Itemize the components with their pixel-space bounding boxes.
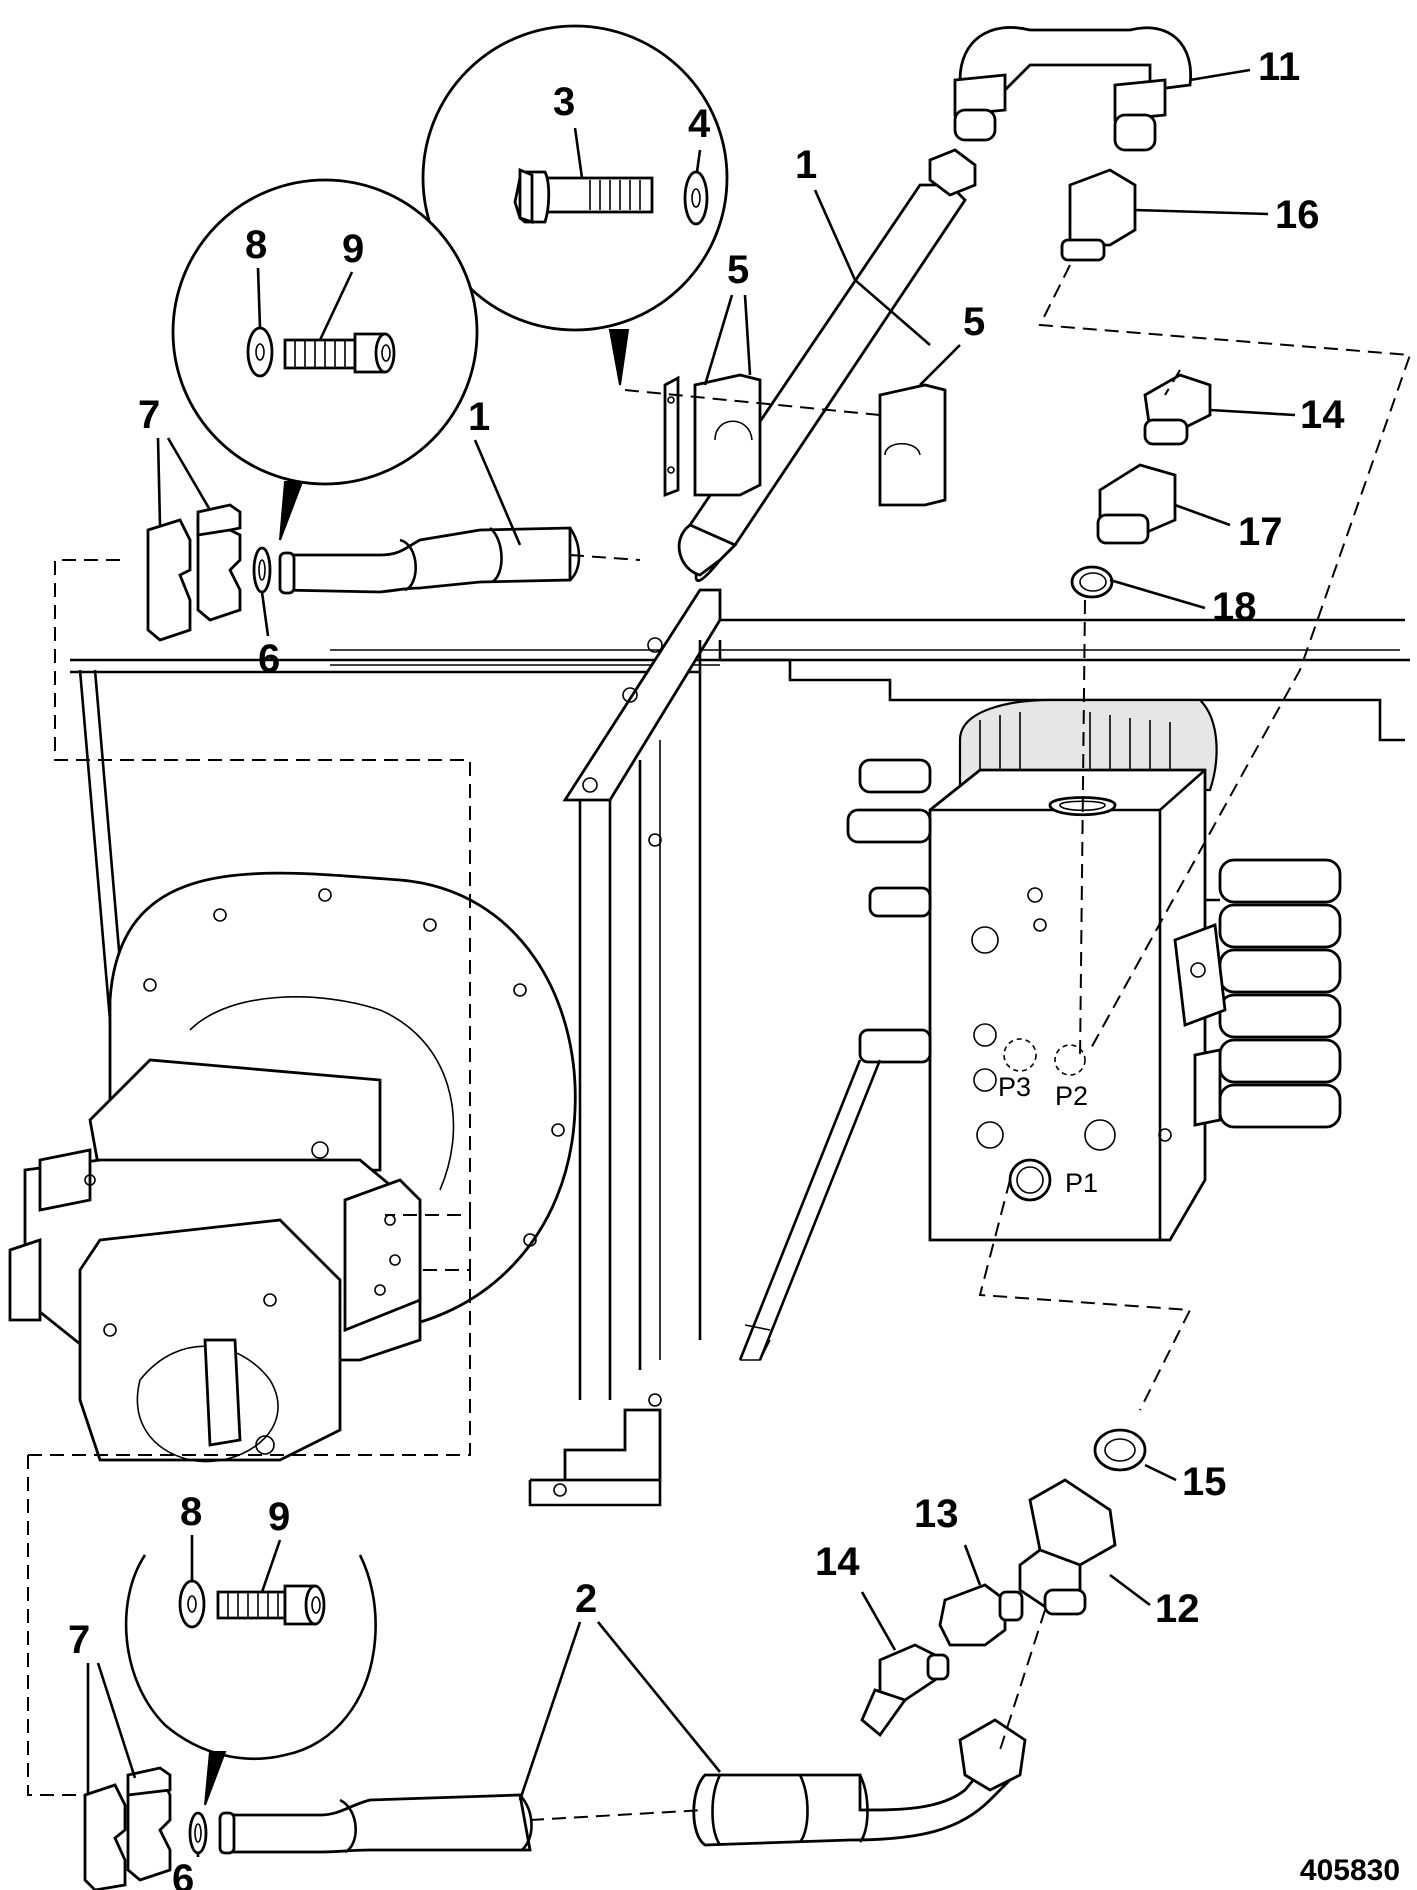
adapter-14-upper <box>1143 373 1212 446</box>
callout-14-upper: 14 <box>1300 393 1345 437</box>
callout-15: 15 <box>1182 1460 1227 1504</box>
callout-2: 2 <box>575 1577 597 1621</box>
elbow-tube-11 <box>953 26 1193 152</box>
callout-13: 13 <box>914 1492 959 1536</box>
callout-9-upper: 9 <box>342 227 364 271</box>
callout-1-tube: 1 <box>795 143 817 187</box>
callout-12: 12 <box>1155 1587 1200 1631</box>
hose-1 <box>278 526 581 595</box>
adapter-16 <box>1060 168 1137 262</box>
callout-8-lower: 8 <box>180 1490 202 1534</box>
adapter-14-lower <box>860 1643 950 1738</box>
callout-6-lower: 6 <box>172 1857 194 1890</box>
port-label-p2: P2 <box>1055 1081 1088 1111</box>
callout-14-lower: 14 <box>815 1540 860 1584</box>
port-label-p1: P1 <box>1065 1168 1098 1198</box>
callout-18: 18 <box>1212 585 1257 629</box>
split-flange-upper <box>146 503 272 642</box>
callout-5-right: 5 <box>963 300 985 344</box>
adapter-13 <box>938 1583 1024 1647</box>
callout-7-lower: 7 <box>68 1618 90 1662</box>
document-number: 405830 <box>1300 1854 1400 1887</box>
detail-view-cap-screw-lower <box>124 1554 377 1806</box>
port-label-p3: P3 <box>998 1072 1031 1102</box>
clamp-halves-5 <box>663 373 947 507</box>
support-post <box>528 588 722 1507</box>
detail-view-cap-screw-upper <box>171 178 479 541</box>
leader-lines <box>86 68 1296 1857</box>
callout-4: 4 <box>688 102 711 146</box>
chassis-frame <box>70 618 1410 1161</box>
callout-labels: 11 16 14 17 18 15 12 13 14 2 1 1 5 5 3 4… <box>68 45 1345 1890</box>
hose-2 <box>218 1718 1027 1855</box>
callout-5-left: 5 <box>727 248 749 292</box>
pressure-manifold-block <box>738 698 1342 1361</box>
main-pump-assembly <box>8 871 577 1463</box>
detail-view-bolt-washer <box>421 24 729 386</box>
split-flange-lower <box>83 1766 208 1890</box>
callout-7-upper: 7 <box>138 393 160 437</box>
callout-17: 17 <box>1238 510 1283 554</box>
callout-1-hose: 1 <box>468 395 490 439</box>
adapter-17 <box>1096 463 1177 545</box>
fitting-12 <box>1018 1478 1117 1616</box>
callout-9-lower: 9 <box>268 1495 290 1539</box>
callout-11: 11 <box>1258 45 1300 89</box>
callout-8-upper: 8 <box>245 223 267 267</box>
o-ring-18 <box>1070 565 1114 599</box>
callout-16: 16 <box>1275 193 1320 237</box>
seal-15 <box>1093 1428 1147 1472</box>
port-labels: P3 P2 P1 <box>998 1072 1098 1198</box>
assembly-dashed-lines <box>27 264 1412 1821</box>
callout-6-upper: 6 <box>258 637 280 681</box>
callout-3: 3 <box>553 80 575 124</box>
